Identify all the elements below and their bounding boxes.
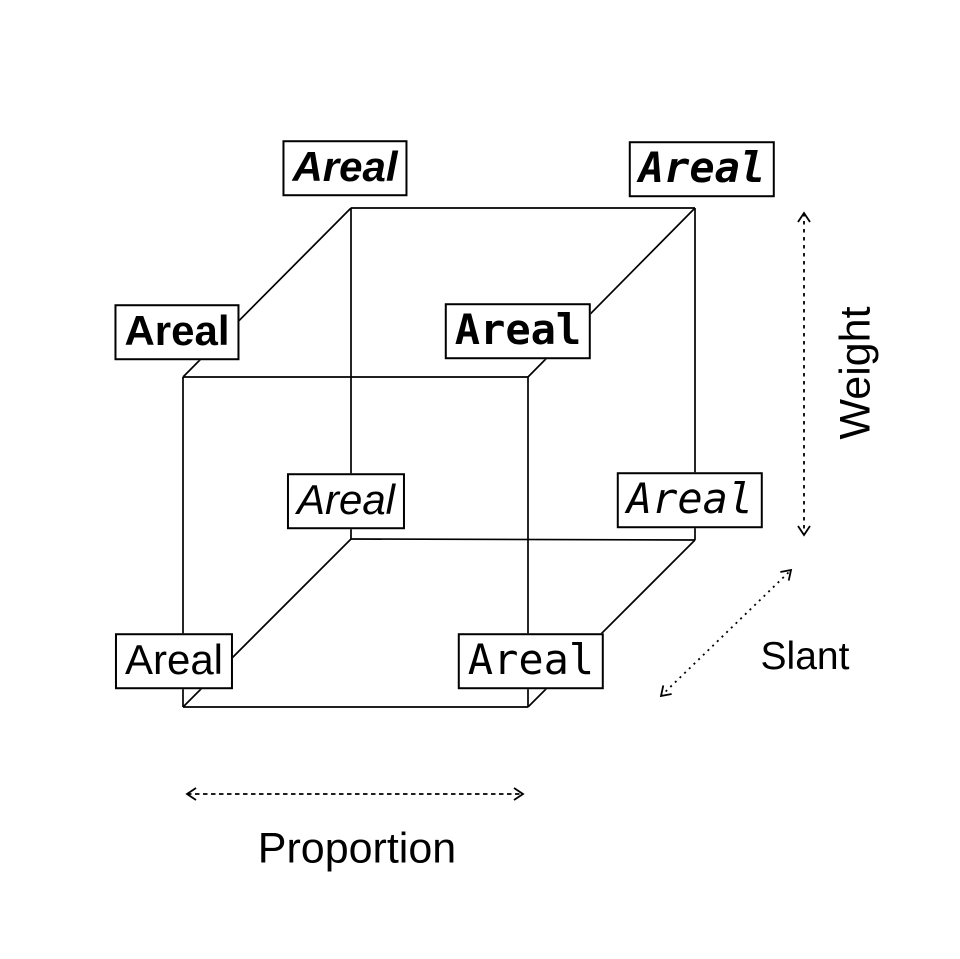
- cube-edges: [182, 207, 696, 708]
- sample-bold-italic-monospace: Areal: [628, 141, 776, 197]
- sample-bold-upright-monospace: Areal: [444, 303, 592, 359]
- proportion-axis-label: Proportion: [257, 824, 457, 873]
- cube-edge-back-bottom: [350, 538, 696, 541]
- sample-regular-upright-proportional: Areal: [114, 633, 234, 689]
- sample-regular-upright-monospace: Areal: [457, 633, 605, 689]
- slant-axis-arrow: [659, 568, 793, 698]
- sample-regular-italic-monospace: Areal: [616, 472, 764, 528]
- sample-bold-upright-proportional: Areal: [114, 304, 240, 360]
- weight-axis-label: Weight: [831, 306, 880, 440]
- sample-bold-italic-proportional: Areal: [282, 140, 408, 196]
- slant-axis-label: Slant: [760, 635, 850, 678]
- sample-regular-italic-proportional: Areal: [286, 473, 406, 529]
